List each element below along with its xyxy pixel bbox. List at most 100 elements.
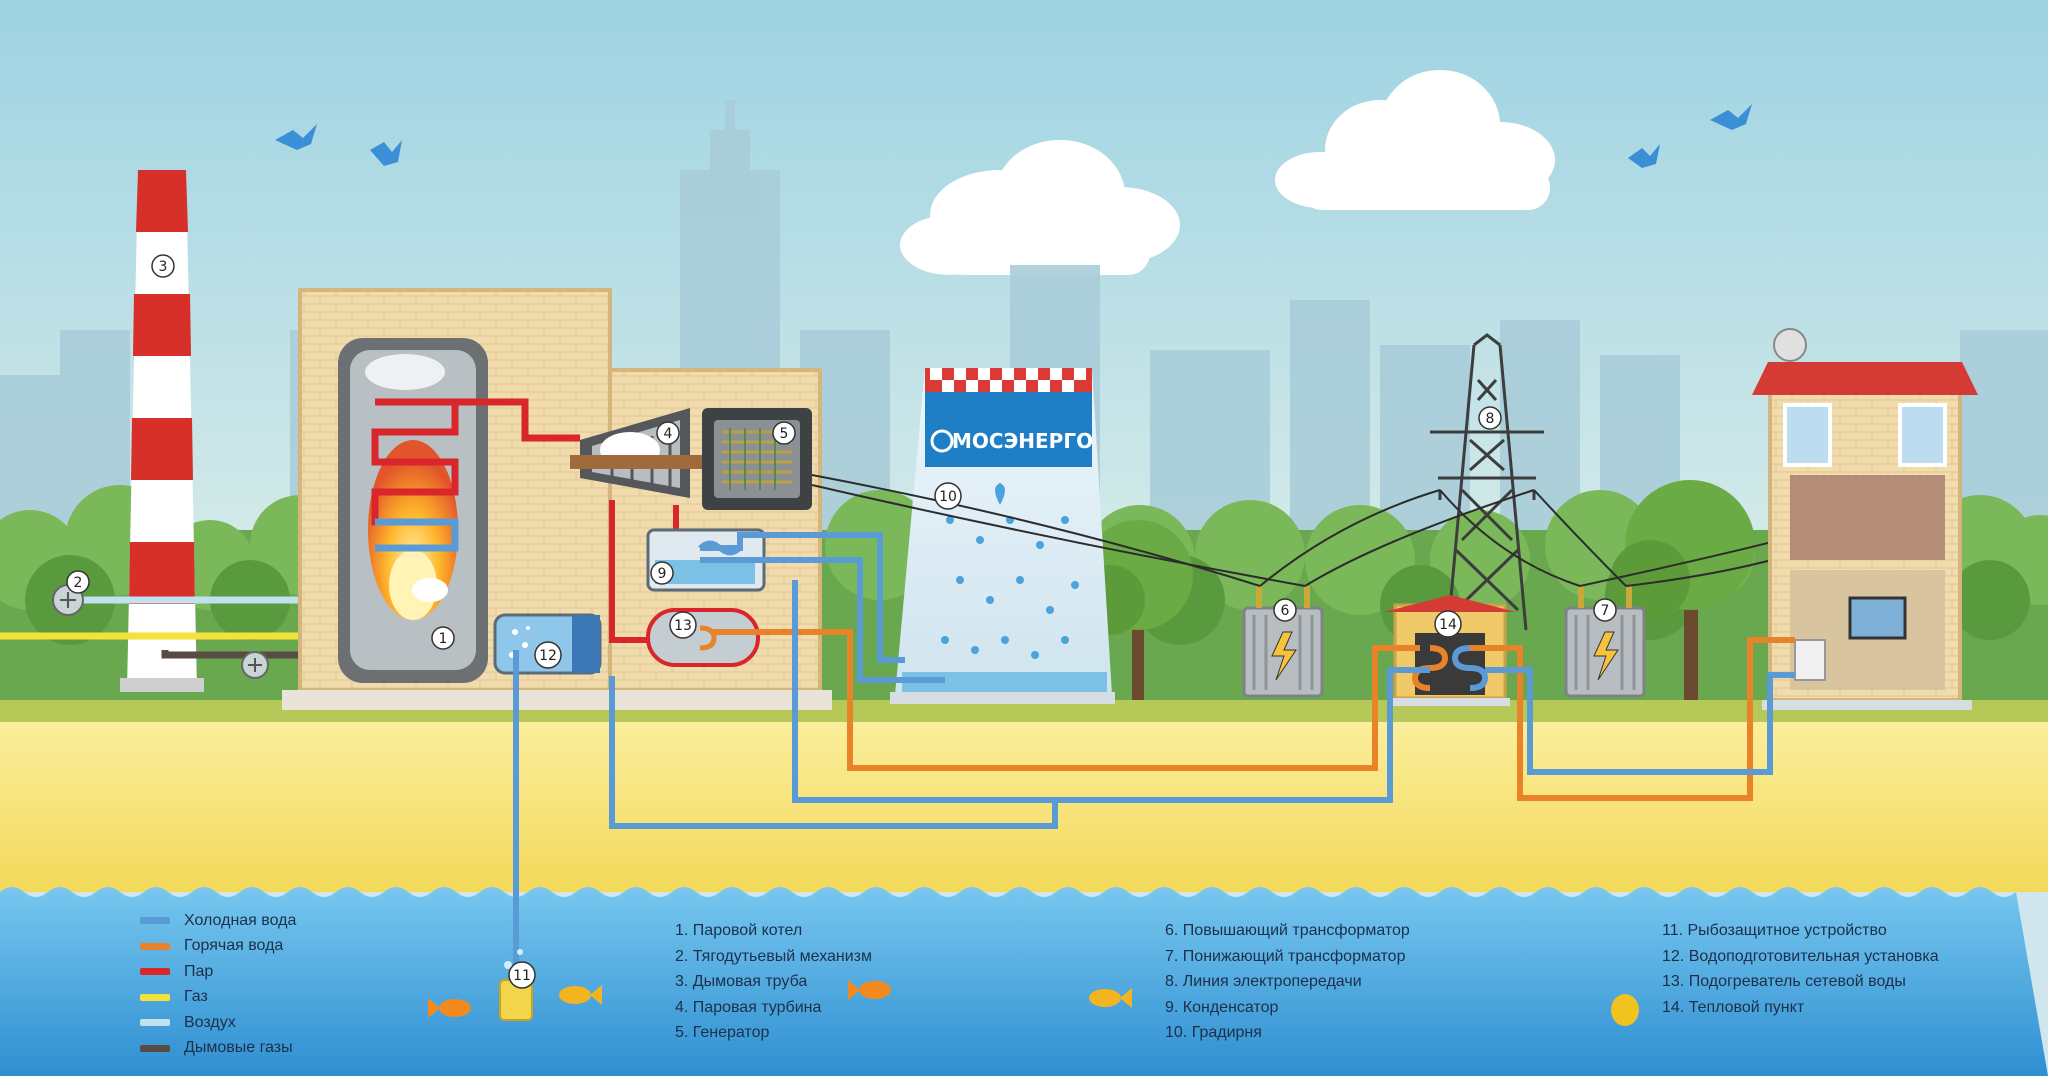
fish — [848, 980, 891, 1000]
component-item: 12. Водоподготовительная установка — [1662, 947, 1939, 965]
cold-water-pipe — [792, 580, 1430, 803]
cloud — [900, 140, 1180, 275]
component-item: 4. Паровая турбина — [675, 998, 822, 1016]
legend-swatch — [140, 917, 170, 925]
component-list-3: 11. Рыбозащитное устройство 12. Водоподг… — [1662, 918, 1939, 1020]
step-up-transformer — [1242, 586, 1324, 698]
svg-text:6: 6 — [1281, 603, 1290, 619]
legend-label: Пар — [184, 962, 214, 980]
steam-pipe — [455, 398, 580, 442]
marker-7: 7 — [1593, 598, 1617, 622]
legend-label: Дымовые газы — [184, 1039, 293, 1057]
legend-label: Холодная вода — [184, 911, 297, 929]
legend-swatch — [140, 942, 170, 950]
marker-11: 11 — [508, 961, 536, 989]
steam-boiler — [338, 338, 488, 683]
marker-14: 14 — [1434, 610, 1462, 638]
sand — [0, 722, 2048, 892]
legend-label: Газ — [184, 988, 208, 1006]
svg-text:12: 12 — [539, 648, 557, 664]
hot-water-pipe — [712, 629, 1420, 771]
marker-4: 4 — [656, 421, 680, 445]
steam-coil — [375, 518, 459, 552]
heat-point — [1384, 595, 1516, 706]
chimney — [120, 170, 204, 692]
power-lines — [811, 474, 1791, 587]
residential-house — [1752, 328, 1978, 710]
fish — [428, 998, 471, 1018]
water — [0, 887, 2048, 1076]
component-list-1: 1. Паровой котел 2. Тягодутьевый механиз… — [675, 918, 872, 1046]
legend-swatch — [140, 1044, 170, 1052]
cloud — [1275, 70, 1555, 210]
svg-text:7: 7 — [1601, 603, 1610, 619]
component-item: 1. Паровой котел — [675, 922, 803, 939]
legend: Холодная вода Горячая вода Пар Газ Возду… — [140, 908, 296, 1061]
legend-item: Дымовые газы — [140, 1036, 296, 1062]
legend-label: Воздух — [184, 1013, 236, 1031]
brand-logo-text: МОСЭНЕРГО — [952, 429, 1093, 453]
cooling-tower — [890, 368, 1115, 704]
steam-pipe — [609, 500, 652, 643]
svg-text:13: 13 — [674, 618, 692, 634]
cold-water-pipe — [1485, 667, 1795, 775]
component-item: 10. Градирня — [1165, 1024, 1262, 1041]
cold-water-pipe — [700, 557, 945, 683]
marker-13: 13 — [669, 611, 697, 639]
generator — [702, 408, 812, 510]
component-item: 11. Рыбозащитное устройство — [1662, 922, 1887, 939]
marker-1: 1 — [431, 626, 455, 650]
legend-item: Холодная вода — [140, 908, 296, 934]
fish — [1611, 994, 1639, 1026]
component-item: 13. Подогреватель сетевой воды — [1662, 973, 1906, 990]
power-line-tower — [1430, 333, 1544, 631]
svg-text:14: 14 — [1439, 617, 1457, 633]
component-item: 2. Тягодутьевый механизм — [675, 947, 873, 965]
svg-text:10: 10 — [939, 489, 957, 505]
legend-swatch — [140, 1019, 170, 1027]
cold-water-pipe — [609, 676, 1058, 829]
marker-9: 9 — [650, 561, 674, 585]
component-item: 14. Тепловой пункт — [1662, 998, 1805, 1016]
tree — [1610, 480, 1755, 700]
svg-text:11: 11 — [513, 968, 531, 984]
marker-12: 12 — [534, 641, 562, 669]
marker-10: 10 — [934, 482, 962, 510]
bird — [275, 104, 1752, 168]
component-item: 7. Понижающий трансформатор — [1165, 947, 1406, 965]
svg-text:3: 3 — [159, 259, 168, 275]
steam-coil — [371, 398, 459, 526]
svg-text:2: 2 — [74, 575, 83, 591]
legend-item: Пар — [140, 959, 296, 985]
cold-water-pipe — [700, 532, 905, 663]
fish — [1089, 988, 1132, 1008]
component-list-2: 6. Повышающий трансформатор 7. Понижающи… — [1165, 918, 1410, 1046]
marker-6: 6 — [1273, 598, 1297, 622]
svg-text:5: 5 — [780, 426, 789, 442]
svg-text:8: 8 — [1486, 411, 1495, 427]
marker-2: 2 — [66, 570, 90, 594]
component-item: 5. Генератор — [675, 1024, 770, 1041]
legend-swatch — [140, 993, 170, 1001]
marker-8: 8 — [1478, 406, 1502, 430]
marker-3: 3 — [151, 254, 175, 278]
svg-text:1: 1 — [439, 631, 448, 647]
marker-5: 5 — [772, 421, 796, 445]
step-down-transformer — [1564, 586, 1646, 698]
fish — [559, 985, 602, 1005]
component-item: 8. Линия электропередачи — [1165, 973, 1362, 990]
hot-water-pipe — [1470, 637, 1795, 801]
legend-swatch — [140, 968, 170, 976]
component-item: 6. Повышающий трансформатор — [1165, 922, 1410, 939]
network-water-heater — [646, 608, 760, 667]
legend-item: Воздух — [140, 1010, 296, 1036]
svg-text:9: 9 — [658, 566, 667, 582]
brand-logo-icon — [930, 429, 954, 453]
svg-text:4: 4 — [664, 426, 673, 442]
legend-item: Газ — [140, 985, 296, 1011]
legend-item: Горячая вода — [140, 934, 296, 960]
legend-label: Горячая вода — [184, 937, 284, 955]
draft-fan — [241, 651, 269, 679]
component-item: 3. Дымовая труба — [675, 973, 808, 990]
